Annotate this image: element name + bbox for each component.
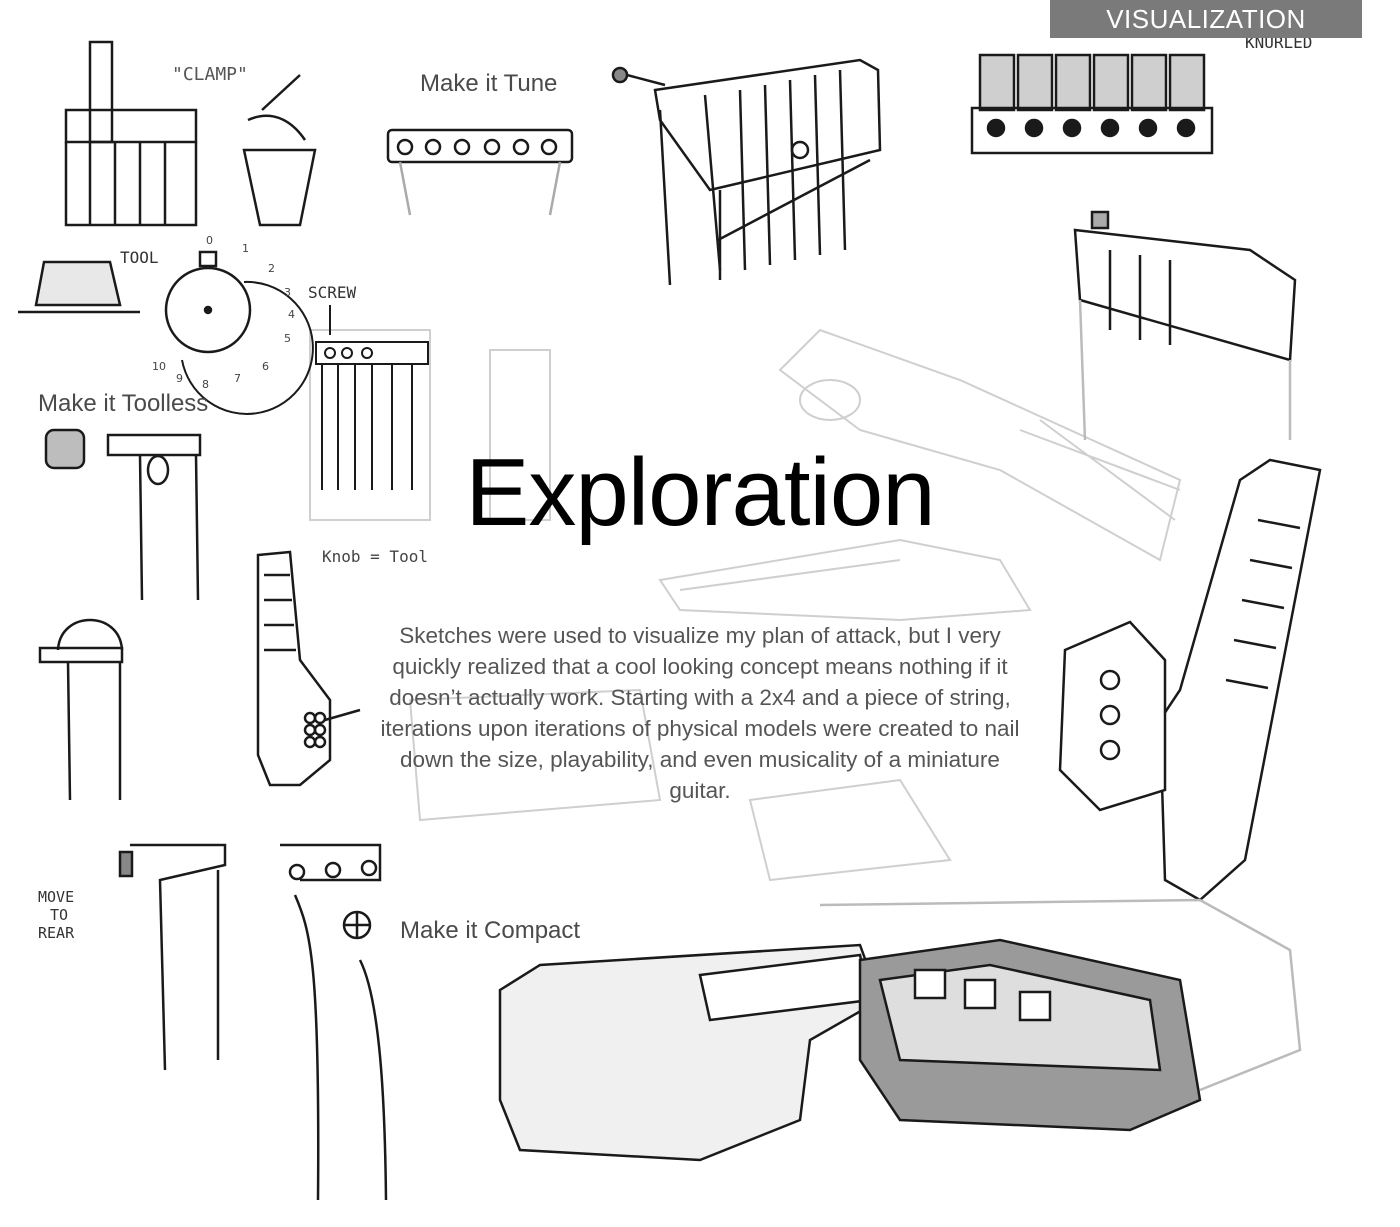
caption-make-it-tune: Make it Tune — [420, 70, 558, 97]
arch-sketch — [38, 618, 124, 801]
tall-guitar-sketch — [1058, 458, 1322, 902]
faint-background-sketches — [309, 328, 1182, 882]
page-title: Exploration — [465, 439, 935, 546]
move-annotation-line3: REAR — [38, 924, 75, 942]
screw-sketch — [315, 305, 429, 490]
toolless-knob-sketch — [44, 428, 202, 601]
tool-annotation: TOOL — [120, 248, 159, 267]
caption-make-it-compact: Make it Compact — [400, 917, 581, 944]
clamp-annotation: "CLAMP" — [172, 64, 248, 85]
svg-text:10: 10 — [152, 360, 166, 373]
svg-text:2: 2 — [268, 262, 275, 275]
svg-text:3: 3 — [284, 286, 291, 299]
svg-text:8: 8 — [202, 378, 209, 391]
svg-text:9: 9 — [176, 372, 183, 385]
caption-make-it-toolless: Make it Toolless — [38, 390, 209, 417]
knob-annotation: Knob = Tool — [322, 547, 428, 566]
body-paragraph: Sketches were used to visualize my plan … — [380, 623, 1020, 803]
knurled-knobs-sketch — [970, 53, 1214, 155]
clamp-sketch — [64, 40, 317, 227]
rear-bracket-sketch — [118, 843, 388, 1201]
section-tag: VISUALIZATION — [1050, 0, 1362, 38]
dial-numbers: 0 1 2 3 4 5 6 7 8 9 10 — [152, 234, 295, 391]
screw-annotation: SCREW — [308, 283, 357, 302]
move-annotation-line1: MOVE — [38, 888, 74, 906]
move-annotation-line2: TO — [50, 906, 68, 924]
svg-text:5: 5 — [284, 332, 291, 345]
svg-text:4: 4 — [288, 308, 295, 321]
svg-text:7: 7 — [234, 372, 241, 385]
tuning-bar-sketch — [386, 128, 574, 216]
svg-text:1: 1 — [242, 242, 249, 255]
headstock-sketch — [611, 58, 882, 286]
compact-guitar-render — [498, 898, 1302, 1162]
dial-sketch — [18, 250, 314, 415]
right-headstock-sketch — [1073, 210, 1297, 441]
svg-text:6: 6 — [262, 360, 269, 373]
small-guitar-sketch — [256, 550, 361, 787]
svg-text:0: 0 — [206, 234, 213, 247]
